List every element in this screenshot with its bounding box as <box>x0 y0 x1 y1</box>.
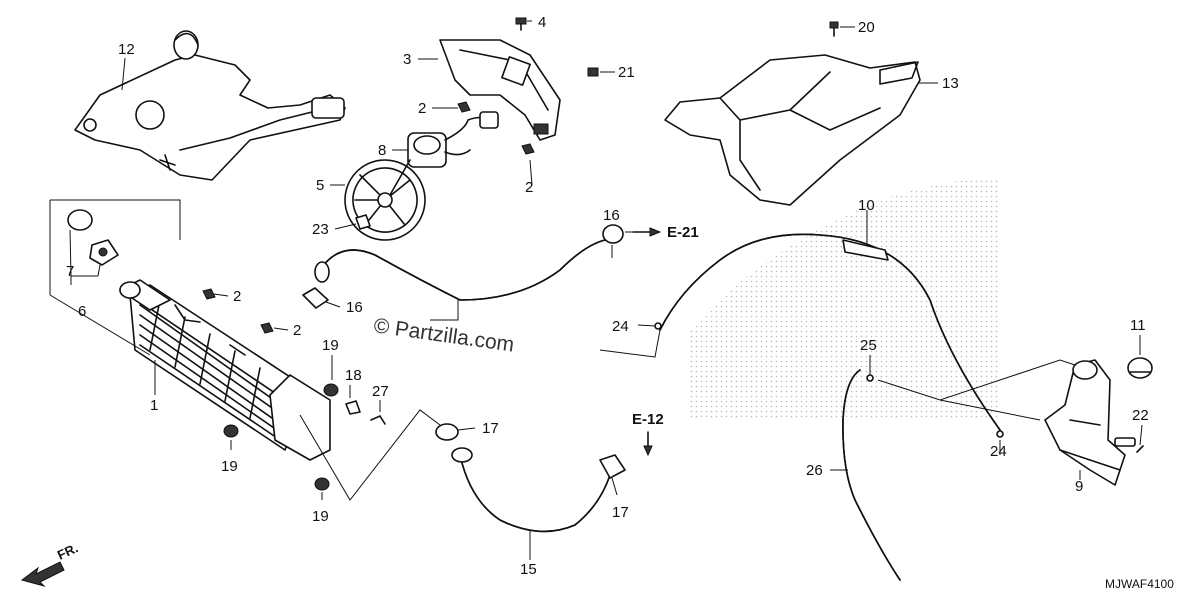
part-15-lower-hose[interactable] <box>451 447 611 533</box>
callout-21: 21 <box>618 64 635 81</box>
callout-8: 8 <box>378 142 386 159</box>
part-16-upper-hose[interactable] <box>314 239 606 301</box>
part-1-radiator[interactable] <box>119 279 331 461</box>
part-12-heat-shield[interactable] <box>74 30 346 181</box>
svg-text:E-21: E-21 <box>667 224 699 241</box>
callout-23: 23 <box>312 221 329 238</box>
callout-27: 27 <box>372 383 389 400</box>
callout-2-b: 2 <box>525 179 533 196</box>
callout-24-b: 24 <box>990 443 1007 460</box>
callout-10: 10 <box>858 197 875 214</box>
leader-lines <box>49 20 1143 560</box>
part-11-tank-cap[interactable] <box>1127 357 1153 379</box>
callout-2-a: 2 <box>418 100 426 117</box>
callout-2-c: 2 <box>233 288 241 305</box>
part-7-cap[interactable] <box>67 209 93 231</box>
callout-1: 1 <box>150 397 158 414</box>
diagram-code: MJWAF4100 <box>1105 577 1174 591</box>
callout-20: 20 <box>858 19 875 36</box>
part-17-hose-clamp-lower[interactable] <box>599 454 626 479</box>
callout-5: 5 <box>316 177 324 194</box>
front-arrow: FR. <box>20 540 80 587</box>
callout-7: 7 <box>66 263 74 280</box>
background-logo <box>690 179 1000 420</box>
callout-19-a: 19 <box>322 337 339 354</box>
callout-26: 26 <box>806 462 823 479</box>
part-9-reserve-tank[interactable] <box>1044 359 1136 486</box>
part-17-hose-clamp-upper[interactable] <box>435 423 459 441</box>
callout-16-a: 16 <box>346 299 363 316</box>
callout-4: 4 <box>538 14 546 31</box>
callout-12: 12 <box>118 41 135 58</box>
callout-numbers: 12 3 4 21 2 8 2 5 23 20 13 7 6 1 2 2 16 … <box>66 14 1149 578</box>
callout-24-a: 24 <box>612 318 629 335</box>
callout-11: 11 <box>1130 317 1146 334</box>
part-6-cap-seal[interactable] <box>89 239 119 266</box>
svg-text:E-12: E-12 <box>632 411 664 428</box>
callout-3: 3 <box>403 51 411 68</box>
part-8-fan-motor[interactable] <box>407 111 499 168</box>
part-3-fan-shroud[interactable] <box>439 39 561 141</box>
svg-text:FR.: FR. <box>55 540 80 562</box>
callout-19-b: 19 <box>221 458 238 475</box>
callout-2-d: 2 <box>293 322 301 339</box>
watermark: © Partzilla.com <box>372 314 515 356</box>
callout-9: 9 <box>1075 478 1083 495</box>
callout-18: 18 <box>345 367 362 384</box>
callout-13: 13 <box>942 75 959 92</box>
reference-e12[interactable]: E-12 <box>632 411 664 457</box>
part-16-hose-clamp-lower[interactable] <box>302 287 329 309</box>
callout-19-c: 19 <box>312 508 329 525</box>
reference-e21[interactable]: E-21 <box>632 224 699 241</box>
part-16-hose-clamp-upper[interactable] <box>602 224 624 244</box>
fasteners <box>202 17 1144 491</box>
callout-15: 15 <box>520 561 537 578</box>
callout-17-b: 17 <box>612 504 629 521</box>
callout-16-b: 16 <box>603 207 620 224</box>
part-10-siphon-tube[interactable] <box>659 233 1001 431</box>
callout-6: 6 <box>78 303 86 320</box>
part-26-overflow-tube[interactable] <box>842 369 901 581</box>
callout-17-a: 17 <box>482 420 499 437</box>
callout-22: 22 <box>1132 407 1149 424</box>
part-13-under-cover[interactable] <box>664 54 921 206</box>
callout-25: 25 <box>860 337 877 354</box>
